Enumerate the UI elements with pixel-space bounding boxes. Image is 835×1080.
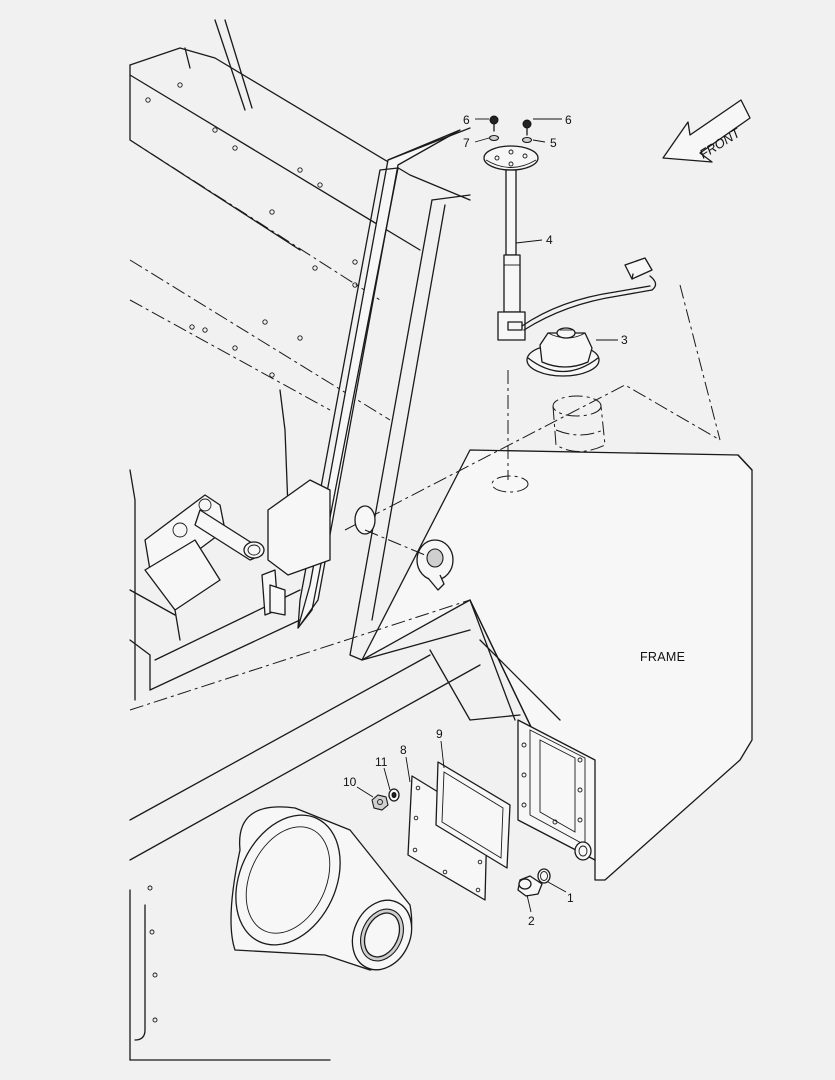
callout-8: 8 xyxy=(400,743,407,757)
callout-6-left: 6 xyxy=(463,113,470,127)
callout-6-right: 6 xyxy=(565,113,572,127)
callout-5: 5 xyxy=(550,136,557,150)
fuel-level-sender xyxy=(483,145,657,341)
front-direction-arrow: FRONT xyxy=(662,99,751,163)
leader-lines xyxy=(356,118,618,913)
fuel-cap xyxy=(526,327,600,377)
callout-11: 11 xyxy=(375,755,388,769)
callout-7: 7 xyxy=(463,136,470,150)
gasket xyxy=(435,761,511,869)
callout-1: 1 xyxy=(567,891,574,905)
nut-and-washer xyxy=(371,788,400,811)
callout-10: 10 xyxy=(343,775,357,789)
callout-4: 4 xyxy=(546,233,553,247)
filler-neck xyxy=(491,370,606,493)
callout-9: 9 xyxy=(436,727,443,741)
machine-frame-outline xyxy=(129,19,753,1061)
callout-3: 3 xyxy=(621,333,628,347)
callout-numbers: 6 6 7 5 4 3 1 2 8 9 11 10 xyxy=(343,113,628,928)
callout-2: 2 xyxy=(528,914,535,928)
frame-label: FRAME xyxy=(640,650,685,664)
mounting-screws xyxy=(488,115,533,144)
drain-plug-and-oring xyxy=(517,868,551,897)
